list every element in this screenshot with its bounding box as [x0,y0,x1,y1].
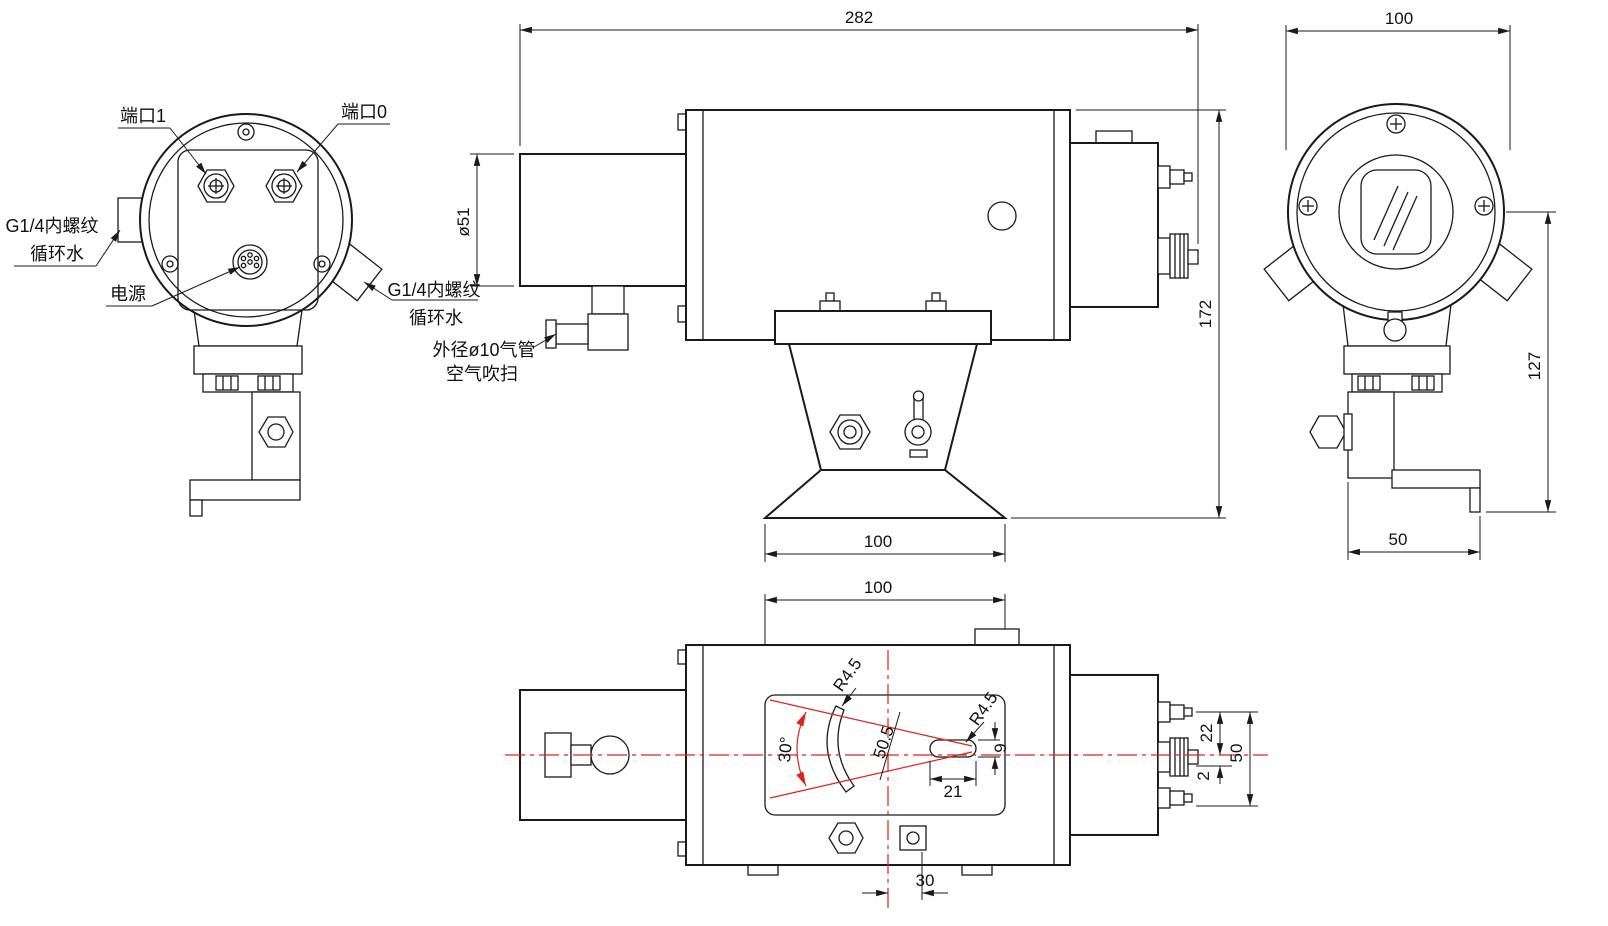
top-connector-1 [1157,701,1193,723]
front-housing-inner [1296,112,1496,312]
lens-window [1360,169,1432,255]
front-l-bracket-vertical [1347,391,1395,479]
dim-angle-30: 30° [775,736,796,763]
side-connector-bottom [1157,233,1199,279]
rear-housing-outer [139,113,353,327]
air-purge-label-1: 外径ø10气管 [432,340,535,360]
port1-connector [197,169,235,203]
bracket-body [787,343,979,471]
port1-label: 端口1 [120,106,166,126]
front-l-bracket-foot [1391,469,1481,489]
fov-angle-arc [796,711,807,787]
rear-screw-top [237,123,255,141]
arc-slot [826,705,855,793]
water-right-label-1: G1/4内螺纹 [387,280,480,300]
side-rear-module [1069,142,1159,308]
dim-50: 50 [1227,744,1246,763]
rear-bolt-right [257,375,281,391]
rear-view-annotations: 端口1 端口0 G1/4内螺纹 循环水 电源 G1/4内螺纹 循环水 [5,102,480,328]
dim-282: 282 [845,8,873,27]
dim-front-100: 100 [1385,9,1413,28]
front-screw-right [1474,196,1494,216]
dim-9: 9 [991,743,1010,752]
rear-view [117,113,383,517]
side-indicator [987,201,1017,231]
side-view: 282 ø51 外径ø10气管 空气吹扫 [432,8,1226,562]
lens-glare [1373,185,1399,241]
dim-21: 21 [944,782,963,801]
dim-height-172: 172 [1196,300,1215,328]
side-connector-top [1157,165,1193,189]
l-bracket-lip [189,499,203,517]
air-purge-label-2: 空气吹扫 [446,364,518,384]
top-connector-2 [1157,737,1199,777]
top-connector-3 [1157,787,1193,809]
top-view: 100 R4.5 R4.5 30° 50.5 [505,578,1268,908]
top-tab [974,628,1020,646]
front-screw-left [1298,196,1318,216]
dim-height-127: 127 [1525,352,1544,380]
water-left-label-2: 循环水 [30,244,84,264]
front-view: 100 127 50 [1263,9,1556,560]
power-label: 电源 [110,284,146,304]
power-connector [232,244,268,280]
air-purge-fitting [545,285,629,351]
dim-tube-diameter: ø51 [454,207,473,236]
dim-30: 30 [916,871,935,890]
front-l-bracket-lip [1469,487,1481,513]
port0-connector [265,169,303,203]
dim-bracket-50: 50 [1389,530,1408,549]
l-bracket-foot [189,479,301,501]
dim-2: 2 [1194,771,1213,780]
connector-panel [177,149,319,311]
bracket-base [762,469,1008,519]
purge-valve [904,390,932,458]
front-screw-top [1386,114,1406,134]
rear-bracket-plate [193,345,303,375]
port0-label: 端口0 [341,102,387,122]
dim-base-100: 100 [864,532,892,551]
dim-22: 22 [1197,724,1216,743]
fov-line-upper [769,699,973,747]
water-right-label-2: 循环水 [409,308,463,328]
water-left-label-1: G1/4内螺纹 [5,216,98,236]
rear-screw-right [313,255,331,273]
rear-bolt-left [215,375,239,391]
bracket-clamp [774,310,992,345]
side-lens-tube [519,153,687,287]
front-bracket-nut [1309,415,1347,449]
rear-screw-left [161,255,179,273]
rear-housing-inner [148,122,344,318]
front-valve [1383,311,1407,342]
fov-line-lower [769,751,973,799]
dim-top-100: 100 [864,578,892,597]
